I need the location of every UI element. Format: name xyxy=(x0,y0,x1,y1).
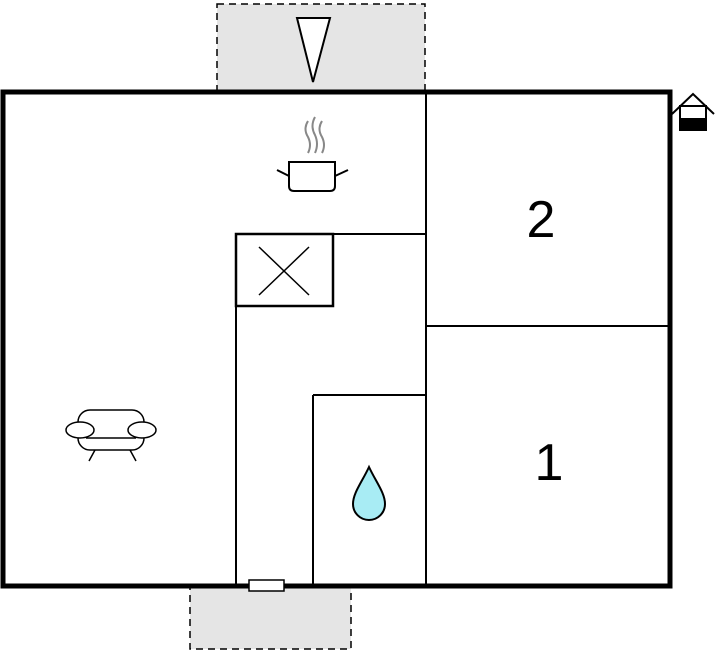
door-sill xyxy=(248,579,285,592)
outer-wall xyxy=(0,89,673,589)
room-label-2: 2 xyxy=(527,191,556,249)
house-icon xyxy=(671,92,715,131)
cooking-pot-icon xyxy=(276,116,349,192)
north-arrow-icon xyxy=(295,17,332,83)
terrace-bottom xyxy=(189,585,352,650)
chimney-x-icon xyxy=(234,232,335,308)
sofa-icon xyxy=(65,409,157,462)
water-drop-icon xyxy=(351,464,387,521)
room-label-1: 1 xyxy=(535,434,564,492)
